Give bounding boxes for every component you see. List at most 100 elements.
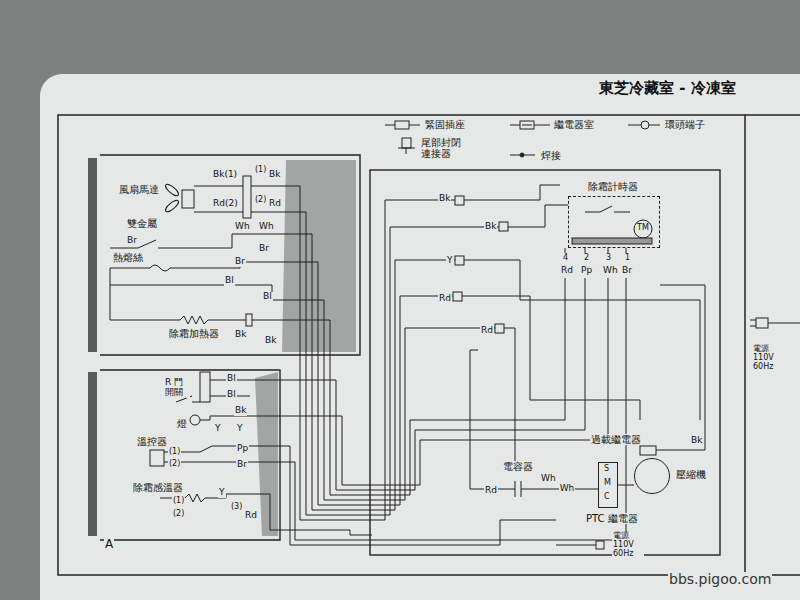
pin-number: (1) [172, 497, 185, 506]
wire-color: Rd [244, 511, 258, 521]
wire [210, 278, 585, 490]
wire [565, 248, 626, 253]
pin-number: (3) [230, 503, 243, 512]
wire [504, 328, 515, 470]
title: 東芝冷藏室 - 冷凍室 [598, 80, 737, 97]
wire [656, 285, 705, 450]
wire [634, 220, 652, 238]
wire [164, 199, 180, 214]
wire-color: Br [126, 236, 138, 246]
wire-color: Bk [690, 436, 703, 446]
wire-color: A [104, 538, 114, 551]
legend-text: 繼電器室 [553, 119, 595, 130]
pin-number: (1) [168, 448, 181, 457]
wire [585, 206, 630, 212]
wire-color: Pp [580, 266, 593, 276]
wire [499, 222, 508, 231]
wire-color: Rd [268, 199, 282, 209]
part-name: R 門 開關 [164, 378, 190, 398]
wire-color: Pp [236, 444, 249, 454]
part-box: 除霜計時器 [568, 196, 660, 248]
wire-color: Y [236, 424, 244, 434]
panel-band [255, 372, 278, 536]
wire [110, 268, 495, 500]
wire-color: Bk [234, 406, 247, 416]
watermark: bbs.pigoo.com [668, 572, 772, 587]
wire-color: Bk [264, 336, 277, 346]
part-name: 除霜感溫器 [132, 482, 184, 493]
part-name: 過載繼電器 [590, 434, 642, 445]
wire-color: Y [214, 424, 222, 434]
capacitor-plates [500, 481, 536, 497]
legend-text: 焊接 [540, 150, 562, 161]
legend-symbol [510, 125, 550, 126]
wire [246, 314, 252, 326]
wire [110, 176, 800, 549]
pin-number: (2) [172, 510, 185, 519]
wire-color: Bk [484, 222, 497, 232]
legend-symbol [402, 138, 411, 148]
pin-number: 3 [605, 254, 612, 263]
wire [194, 186, 243, 212]
wire-color: Wh [602, 266, 619, 276]
wire [150, 450, 164, 466]
wire-color: Wh [234, 222, 251, 232]
panel-outline [100, 155, 720, 555]
pin-number: 2 [583, 254, 590, 263]
capacitor-plates [500, 478, 536, 500]
wire [110, 285, 246, 324]
panel-outline [100, 370, 280, 540]
legend-text: 環頭端子 [664, 119, 706, 130]
part-name: 雙金屬 [126, 218, 158, 229]
wire [164, 183, 180, 198]
motor-circle: 壓縮機 [634, 458, 670, 494]
wire-color: Br [621, 266, 633, 276]
part-name: 除霜計時器 [587, 181, 639, 192]
pin-number: (1) [254, 166, 267, 175]
wire [750, 320, 800, 326]
panel-band [88, 158, 356, 536]
wire [464, 260, 700, 420]
wire-color: Wh [559, 484, 576, 494]
wire [160, 494, 372, 535]
wire [572, 238, 652, 244]
wire [495, 324, 504, 333]
part-name: 燈 [176, 418, 188, 429]
wire [470, 350, 500, 489]
wire-color: Bk [438, 194, 451, 204]
wire-color: Bl [262, 292, 273, 302]
wire-color: Br [236, 460, 248, 470]
pin-number: (2) [254, 196, 267, 205]
wire-color: Br [234, 257, 246, 267]
wire-connector [618, 485, 634, 486]
wire [200, 278, 608, 485]
wire [462, 296, 640, 420]
wire-color: Y [218, 488, 226, 498]
pin-number: 1 [624, 254, 631, 263]
wire-color: Rd(2) [212, 199, 239, 209]
wire [508, 205, 568, 227]
part-name: 熱熔絲 [112, 252, 144, 263]
wire-color: Rd [560, 266, 574, 276]
part-name: TM [636, 224, 650, 233]
wire [110, 262, 453, 505]
wire [164, 278, 626, 540]
legend-symbol [628, 125, 660, 126]
wire-color: Bl [226, 374, 237, 384]
wire-color: Rd [480, 326, 494, 336]
pin-number: 4 [562, 254, 569, 263]
legend-symbol [641, 121, 649, 129]
wire [164, 446, 556, 545]
wire [640, 446, 656, 455]
part-name: 壓縮機 [675, 469, 707, 480]
wire-color: Br [258, 244, 270, 254]
legend-symbol [520, 121, 534, 129]
wire-color: Bk(1) [212, 170, 238, 180]
wire [596, 541, 604, 549]
wire-color: Wh [540, 474, 557, 484]
wire-color: Rd [438, 294, 452, 304]
wire [556, 545, 596, 546]
wire [464, 185, 560, 200]
